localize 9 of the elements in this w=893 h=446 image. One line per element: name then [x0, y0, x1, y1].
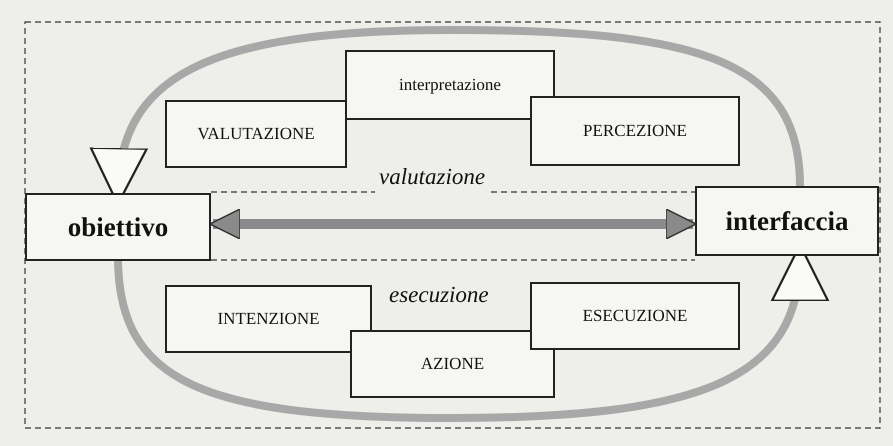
- step-box: INTENZIONE: [165, 285, 372, 353]
- step-box: AZIONE: [350, 330, 555, 398]
- step-box: ESECUZIONE: [530, 282, 740, 350]
- step-box: interpretazione: [345, 50, 555, 120]
- step-box: PERCEZIONE: [530, 96, 740, 166]
- curved-arrow: [209, 208, 697, 240]
- stage-box: interfaccia: [695, 186, 879, 256]
- stage-box: obiettivo: [25, 193, 211, 261]
- step-box: VALUTAZIONE: [165, 100, 347, 168]
